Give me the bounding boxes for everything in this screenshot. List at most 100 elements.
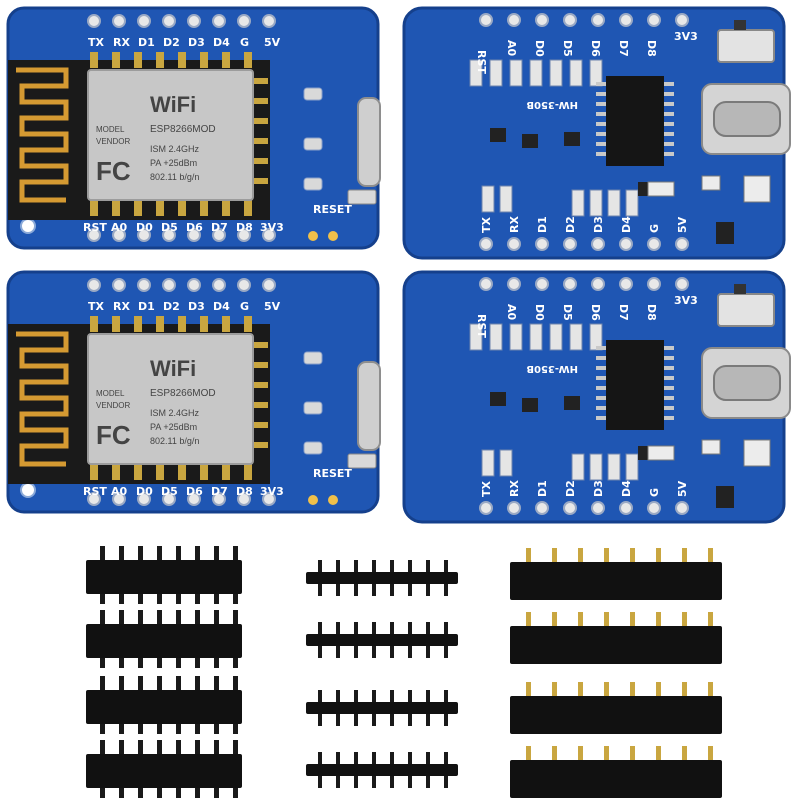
pin-label: D2: [564, 216, 577, 233]
module-ism: ISM 2.4GHz: [150, 408, 200, 418]
module-pa: PA +25dBm: [150, 422, 197, 432]
chip-label: HW-350B: [526, 99, 578, 110]
wifi-logo-text: WiFi: [150, 356, 196, 381]
pin-label: D7: [211, 221, 228, 234]
pin-label: G: [648, 488, 661, 497]
pin-label: 5V: [676, 480, 689, 497]
pin-label: 3V3: [674, 30, 698, 43]
pin-label: 3V3: [260, 485, 284, 498]
pin-label: RST: [475, 314, 488, 338]
pin-label: 5V: [676, 216, 689, 233]
female-header: [510, 548, 722, 600]
pin-label: D5: [161, 221, 178, 234]
pin-label: D6: [186, 221, 203, 234]
pin-label: D8: [236, 221, 253, 234]
female-header: [510, 746, 722, 798]
pin-label: D3: [188, 36, 205, 49]
pin-label: 5V: [264, 300, 281, 313]
pin-label: D1: [536, 480, 549, 497]
pin-label: RST: [83, 485, 107, 498]
pin-label: A0: [111, 221, 128, 234]
pin-label: D6: [589, 304, 602, 321]
short-male-headers: [306, 560, 458, 788]
pin-label: D0: [533, 40, 546, 57]
pin-label: G: [648, 224, 661, 233]
pin-label: RST: [475, 50, 488, 74]
pin-label: D3: [188, 300, 205, 313]
pin-label: D2: [163, 300, 180, 313]
pin-label: D4: [620, 480, 633, 497]
module-vendor: VENDOR: [96, 137, 130, 146]
pin-label: TX: [88, 300, 105, 313]
pin-label: RST: [83, 221, 107, 234]
pin-label: D5: [161, 485, 178, 498]
chip-label: HW-350B: [526, 363, 578, 374]
pin-label: RX: [113, 300, 130, 313]
front-board-1: TX RX D1 D2 D3 D4 G 5V RST A0 D0 D5 D6 D…: [8, 8, 380, 248]
module-model: MODEL: [96, 389, 125, 398]
female-header: [510, 612, 722, 664]
reset-label: RESET: [313, 467, 352, 480]
pin-label: D4: [620, 216, 633, 233]
pin-label: D5: [561, 304, 574, 321]
module-std: 802.11 b/g/n: [150, 436, 199, 446]
module-ism: ISM 2.4GHz: [150, 144, 200, 154]
pin-label: 3V3: [674, 294, 698, 307]
pin-label: RX: [113, 36, 130, 49]
fc-mark: FC: [96, 156, 131, 186]
pin-label: D0: [136, 221, 153, 234]
pin-label: D6: [589, 40, 602, 57]
pin-label: A0: [505, 304, 518, 321]
pin-label: A0: [505, 40, 518, 57]
pin-label: TX: [480, 480, 493, 497]
module-pa: PA +25dBm: [150, 158, 197, 168]
pin-label: D4: [213, 36, 230, 49]
male-header-short: [306, 690, 458, 726]
fc-mark: FC: [96, 420, 131, 450]
pin-label: D6: [186, 485, 203, 498]
pin-label: D7: [211, 485, 228, 498]
pin-label: D5: [561, 40, 574, 57]
pin-label: RX: [508, 216, 521, 233]
pin-label: A0: [111, 485, 128, 498]
pin-label: D2: [564, 480, 577, 497]
pin-label: D7: [617, 40, 630, 57]
pin-label: D4: [213, 300, 230, 313]
back-board-1: RST A0 D0 D5 D6 D7 D8 3V3 TX RX D1 D2 D3…: [402, 6, 792, 260]
back-board-2: RST A0 D0 D5 D6 D7 D8 3V3 TX RX D1 D2 D3…: [402, 270, 792, 524]
male-header-short: [306, 560, 458, 596]
pin-label: D0: [136, 485, 153, 498]
pin-label: D1: [138, 300, 155, 313]
wifi-logo-text: WiFi: [150, 92, 196, 117]
module-vendor: VENDOR: [96, 401, 130, 410]
pin-label: 5V: [264, 36, 281, 49]
male-header-long: [86, 676, 242, 734]
female-headers: [510, 548, 722, 798]
pin-label: D3: [592, 216, 605, 233]
reset-label: RESET: [313, 203, 352, 216]
pin-label: TX: [480, 216, 493, 233]
pin-label: D8: [645, 304, 658, 321]
module-model: MODEL: [96, 125, 125, 134]
pin-label: D7: [617, 304, 630, 321]
pin-label: D8: [236, 485, 253, 498]
front-board-2: TX RX D1 D2 D3 D4 G 5V RST A0 D0 D5 D6 D…: [8, 272, 380, 512]
pin-label: D8: [645, 40, 658, 57]
pin-label: D1: [536, 216, 549, 233]
module-std: 802.11 b/g/n: [150, 172, 199, 182]
pin-label: D2: [163, 36, 180, 49]
pin-label: D0: [533, 304, 546, 321]
module-chip: ESP8266MOD: [150, 388, 216, 399]
module-chip: ESP8266MOD: [150, 124, 216, 135]
pin-label: D3: [592, 480, 605, 497]
male-header-long: [86, 610, 242, 668]
male-header-short: [306, 752, 458, 788]
pin-label: D1: [138, 36, 155, 49]
pin-label: TX: [88, 36, 105, 49]
long-male-headers: [86, 546, 242, 798]
pin-label: G: [240, 300, 249, 313]
pin-label: 3V3: [260, 221, 284, 234]
male-header-short: [306, 622, 458, 658]
pin-label: G: [240, 36, 249, 49]
